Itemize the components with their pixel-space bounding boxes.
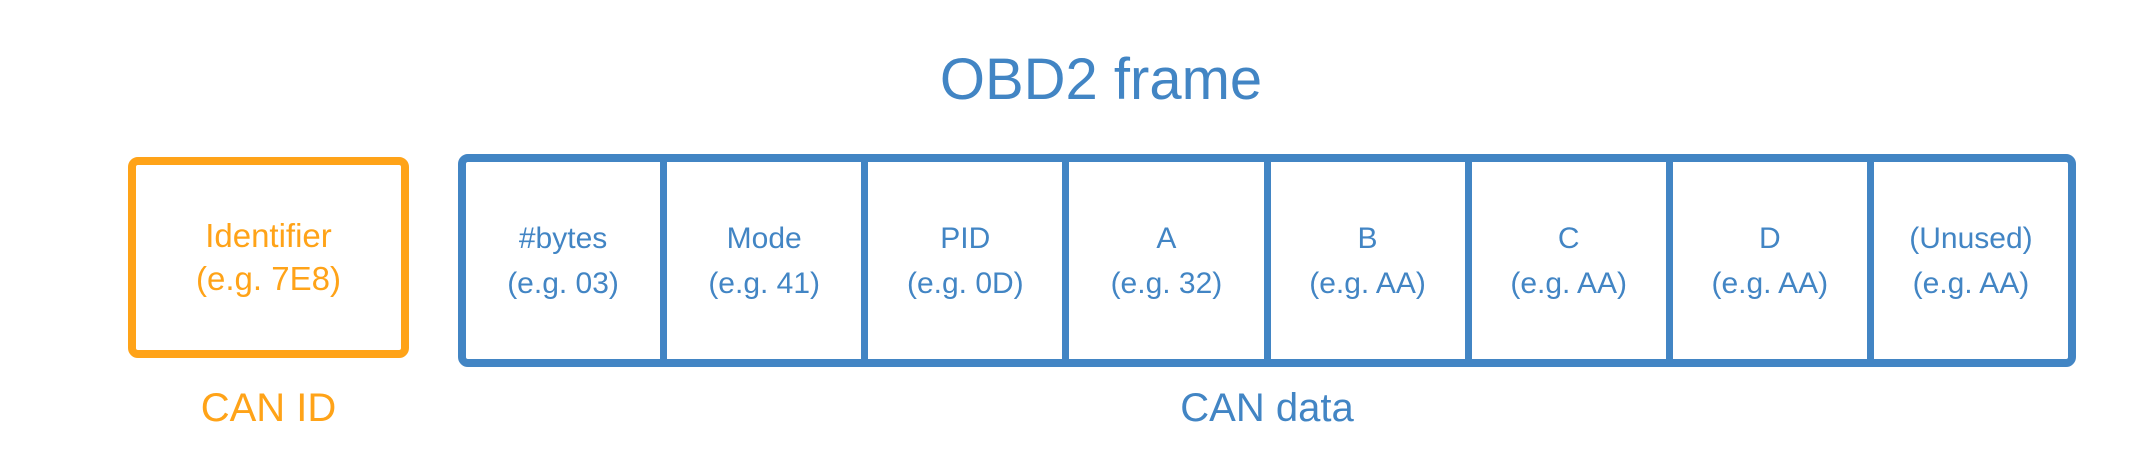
cell-name: B <box>1357 221 1378 255</box>
cell-example: (e.g. AA) <box>1912 266 2030 300</box>
cell-example: (e.g. AA) <box>1711 266 1829 300</box>
cell-name: #bytes <box>518 221 608 255</box>
cell-name: Mode <box>726 221 802 255</box>
identifier-name: Identifier <box>205 216 332 254</box>
data-byte-cell: PID (e.g. 0D) <box>861 162 1062 359</box>
cell-example: (e.g. AA) <box>1510 266 1628 300</box>
can-data-row: #bytes (e.g. 03) Mode (e.g. 41) PID (e.g… <box>458 154 2076 367</box>
cell-name: PID <box>940 221 991 255</box>
identifier-box: Identifier (e.g. 7E8) <box>128 157 409 358</box>
data-byte-cell: (Unused) (e.g. AA) <box>1866 162 2068 359</box>
identifier-example: (e.g. 7E8) <box>196 259 341 297</box>
cell-example: (e.g. 32) <box>1110 266 1223 300</box>
data-byte-cell: D (e.g. AA) <box>1665 162 1867 359</box>
cell-name: A <box>1156 221 1177 255</box>
cell-name: (Unused) <box>1909 221 2033 255</box>
data-byte-cell: #bytes (e.g. 03) <box>466 162 660 359</box>
can-id-label: CAN ID <box>200 386 337 430</box>
cell-name: D <box>1758 221 1781 255</box>
cell-example: (e.g. 0D) <box>906 266 1024 300</box>
data-byte-cell: A (e.g. 32) <box>1062 162 1263 359</box>
cell-example: (e.g. 41) <box>708 266 821 300</box>
cell-example: (e.g. AA) <box>1309 266 1426 300</box>
data-byte-cell: Mode (e.g. 41) <box>660 162 861 359</box>
can-data-label: CAN data <box>1180 386 1354 430</box>
diagram-title: OBD2 frame <box>939 47 1263 112</box>
cell-example: (e.g. 03) <box>507 266 619 300</box>
data-byte-cell: C (e.g. AA) <box>1464 162 1666 359</box>
data-byte-cell: B (e.g. AA) <box>1263 162 1465 359</box>
cell-name: C <box>1557 221 1580 255</box>
